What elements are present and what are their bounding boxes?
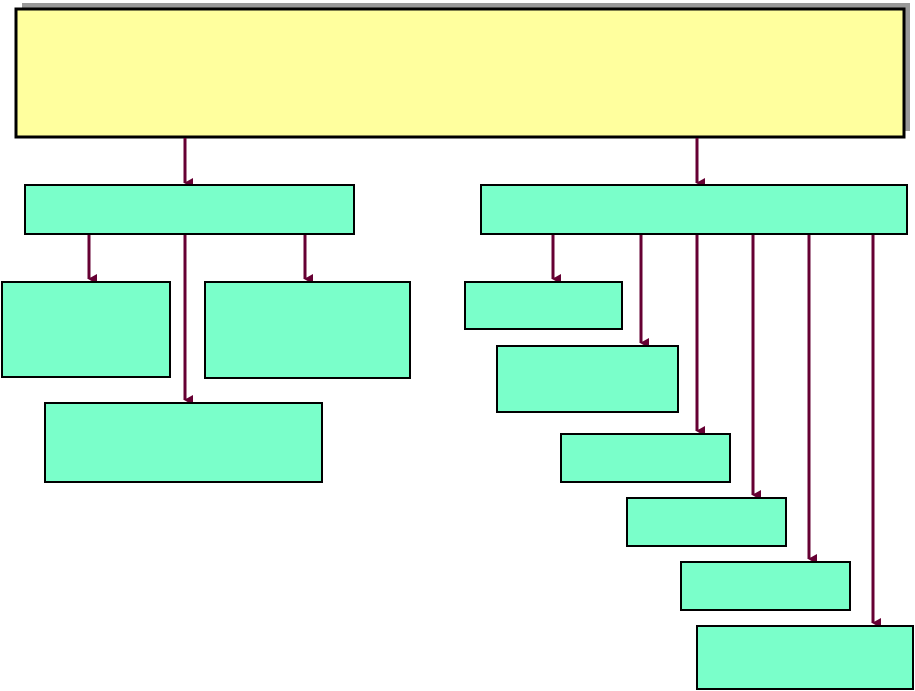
branch-2-child-5-box — [680, 561, 851, 611]
branch-2-child-3-box — [560, 433, 731, 483]
branch-2-child-4-box — [626, 497, 787, 547]
branch-2-child-6-box — [696, 625, 914, 690]
branch-1-child-3-box — [44, 402, 323, 483]
branch-1-child-1-box — [1, 281, 171, 378]
root-box — [14, 7, 906, 139]
branch-1-box — [24, 184, 355, 235]
branch-2-box — [480, 184, 908, 235]
branch-2-child-2-box — [496, 345, 679, 413]
branch-1-child-2-box — [204, 281, 411, 379]
branch-2-child-1-box — [464, 281, 623, 330]
